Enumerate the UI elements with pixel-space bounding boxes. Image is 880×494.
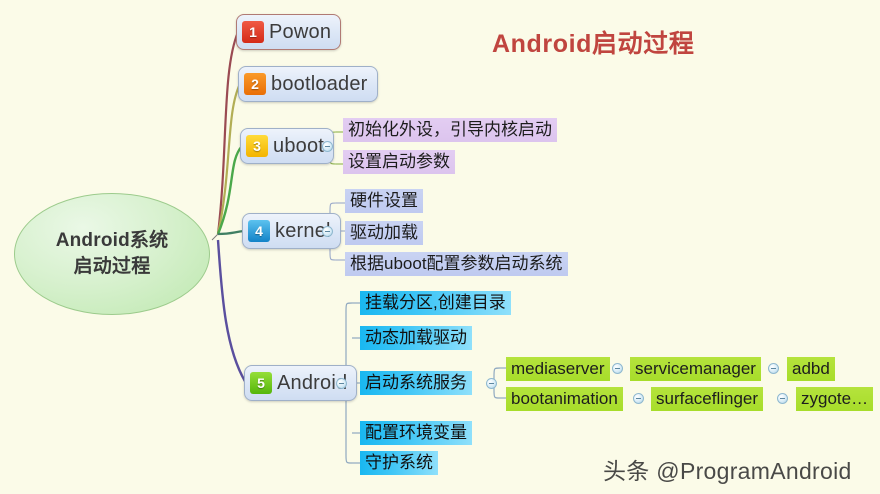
page-title: Android启动过程: [492, 30, 695, 58]
collapse-minus-icon-mediaserver[interactable]: [612, 363, 623, 374]
collapse-minus-icon-uboot[interactable]: [322, 141, 333, 152]
collapse-minus-icon-android[interactable]: [336, 378, 347, 389]
leaf-kernel-2[interactable]: 根据uboot配置参数启动系统: [345, 252, 568, 276]
service-surfaceflinger[interactable]: surfaceflinger: [651, 387, 764, 411]
badge-1: 1: [242, 21, 264, 43]
leaf-android-0[interactable]: 挂载分区,创建目录: [360, 291, 511, 315]
badge-4: 4: [248, 220, 270, 242]
collapse-minus-icon-servicemanager[interactable]: [768, 363, 779, 374]
service-zygote[interactable]: zygote…: [796, 387, 874, 411]
leaf-uboot-0[interactable]: 初始化外设，引导内核启动: [343, 118, 557, 142]
collapse-minus-icon-bootanimation[interactable]: [633, 393, 644, 404]
leaf-android-3[interactable]: 配置环境变量: [360, 421, 472, 445]
service-mediaserver[interactable]: mediaserver: [506, 357, 610, 381]
leaf-android-1[interactable]: 动态加载驱动: [360, 326, 472, 350]
collapse-minus-icon-surfaceflinger[interactable]: [777, 393, 788, 404]
node-uboot-label: uboot: [273, 134, 325, 157]
node-bootloader-label: bootloader: [271, 72, 368, 95]
collapse-minus-icon-services[interactable]: [486, 378, 497, 389]
node-android[interactable]: 5 Android: [244, 365, 358, 401]
root-node[interactable]: Android系统 启动过程: [14, 193, 210, 315]
leaf-kernel-1[interactable]: 驱动加载: [345, 221, 423, 245]
root-label-line1: Android系统: [55, 229, 169, 251]
watermark: 头条 @ProgramAndroid: [603, 458, 852, 484]
node-uboot[interactable]: 3 uboot: [240, 128, 335, 164]
node-bootloader[interactable]: 2 bootloader: [238, 66, 378, 102]
root-label-line2: 启动过程: [73, 256, 151, 277]
leaf-kernel-0[interactable]: 硬件设置: [345, 189, 423, 213]
badge-3: 3: [246, 135, 268, 157]
leaf-android-2[interactable]: 启动系统服务: [360, 371, 472, 395]
node-kernel-label: kernel: [275, 219, 331, 242]
leaf-android-4[interactable]: 守护系统: [360, 451, 438, 475]
badge-2: 2: [244, 73, 266, 95]
leaf-uboot-1[interactable]: 设置启动参数: [343, 150, 455, 174]
node-powon[interactable]: 1 Powon: [236, 14, 342, 50]
node-powon-label: Powon: [269, 20, 332, 43]
service-bootanimation[interactable]: bootanimation: [506, 387, 623, 411]
badge-5: 5: [250, 372, 272, 394]
service-servicemanager[interactable]: servicemanager: [630, 357, 761, 381]
node-android-label: Android: [277, 371, 348, 394]
service-adbd[interactable]: adbd: [787, 357, 835, 381]
collapse-minus-icon-kernel[interactable]: [322, 226, 333, 237]
